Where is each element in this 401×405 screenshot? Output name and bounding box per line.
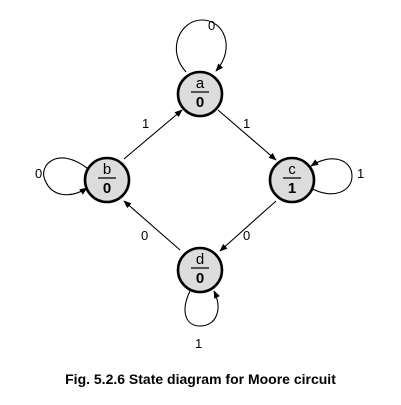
state-d-name: d	[196, 251, 204, 268]
label-d-self: 1	[195, 336, 202, 351]
state-c-name: c	[288, 161, 296, 178]
label-d-to-b: 0	[141, 228, 148, 243]
loop-a-self	[175, 19, 227, 73]
label-b-self: 0	[35, 166, 42, 181]
loop-b-self	[43, 157, 88, 196]
state-diagram: 0 0 1 1 1 1 0 0 a 0 b 0 c 1 d 0	[35, 18, 364, 351]
label-a-to-c: 1	[243, 116, 250, 131]
state-a-name: a	[196, 75, 205, 92]
arrow-b-to-a	[123, 109, 183, 160]
state-b-output: 0	[103, 180, 111, 197]
arrow-d-to-b	[123, 200, 181, 251]
label-c-to-d: 0	[243, 228, 250, 243]
state-b-name: b	[103, 161, 111, 178]
state-a-output: 0	[196, 94, 204, 111]
state-a: a 0	[176, 70, 224, 118]
arrow-a-to-c	[217, 109, 277, 161]
arrow-c-to-d	[219, 200, 277, 252]
figure-caption: Fig. 5.2.6 State diagram for Moore circu…	[65, 371, 336, 387]
label-a-self: 0	[208, 18, 215, 33]
state-c: c 1	[268, 156, 316, 204]
loop-d-self	[184, 290, 220, 327]
state-d: d 0	[176, 246, 224, 294]
state-b: b 0	[83, 156, 131, 204]
state-d-output: 0	[196, 270, 204, 287]
loop-c-self	[310, 158, 353, 195]
state-c-output: 1	[288, 180, 296, 197]
label-b-to-a: 1	[142, 116, 149, 131]
label-c-self: 1	[357, 166, 364, 181]
